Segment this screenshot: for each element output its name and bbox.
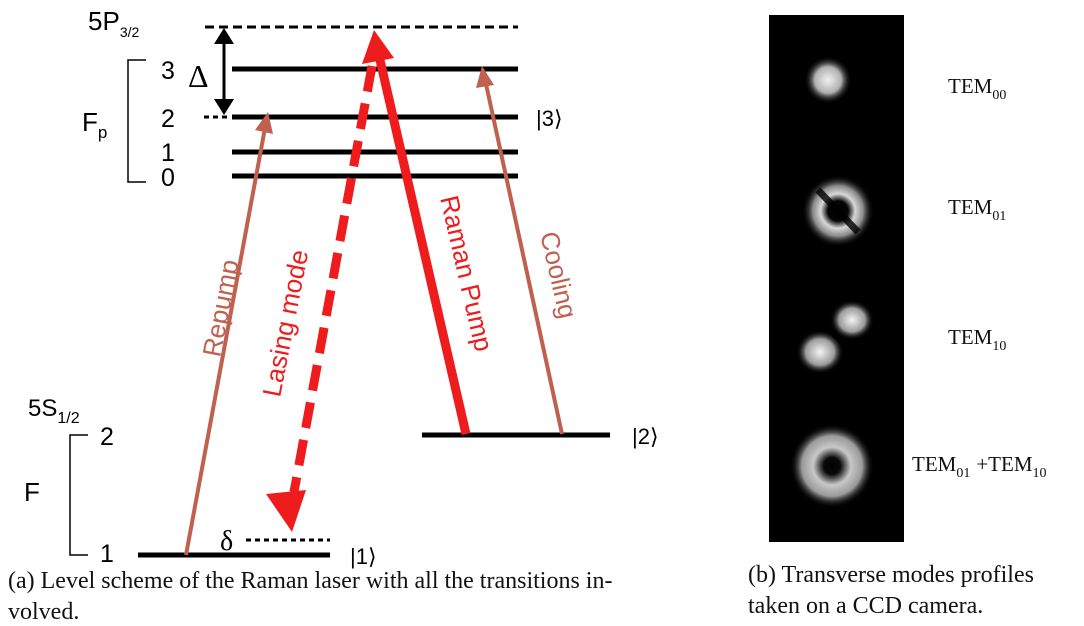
fp-level-1-label: 1 (161, 139, 175, 167)
lasing-mode-arrow (266, 65, 377, 532)
f-level-2-label: 2 (100, 423, 114, 451)
raman-detuning-symbol: δ (220, 526, 233, 557)
svg-text:5P3/2: 5P3/2 (88, 6, 139, 40)
fp-level-3-label: 3 (161, 57, 175, 85)
fp-level-2-label: 2 (161, 105, 175, 133)
detuning-symbol: Δ (188, 58, 209, 94)
ket-1: |1⟩ (350, 544, 377, 569)
fp-label: Fp (82, 107, 107, 142)
mode-label-tem00: TEM00 (948, 74, 1006, 103)
ket-3: |3⟩ (536, 106, 563, 131)
repump-arrow (184, 112, 273, 556)
fp-level-0-label: 0 (161, 164, 175, 192)
mode-profile-tem01-tem10 (790, 424, 874, 508)
caption-b-line2: taken on a CCD camera. (748, 593, 984, 619)
f-bracket (69, 434, 88, 556)
f-level-1-label: 1 (100, 540, 114, 568)
mode-profile-tem01 (802, 175, 874, 247)
f-label: F (24, 477, 40, 507)
cooling-label: Cooling (534, 229, 583, 322)
ket-2: |2⟩ (632, 424, 659, 449)
mode-label-tem10: TEM10 (948, 325, 1006, 354)
caption-a: (a) Level scheme of the Raman laser with… (8, 566, 708, 626)
mode-profile-tem10 (796, 300, 874, 374)
caption-b-line1: (b) Transverse modes profiles (748, 562, 1034, 588)
caption-b: (b) Transverse modes profiles taken on a… (748, 560, 1084, 622)
fp-bracket (127, 59, 146, 183)
mode-label-tem01: TEM01 (948, 195, 1006, 224)
cooling-arrow (476, 66, 564, 435)
mode-label-tem01-tem10: TEM01+TEM10 (912, 452, 1047, 481)
lasing-mode-label: Lasing mode (256, 247, 314, 399)
upper-state-title: 5P3/2 (88, 6, 139, 40)
caption-a-line2: volved. (8, 599, 80, 625)
mode-profile-tem00 (804, 56, 852, 104)
repump-label: Repump (196, 257, 244, 359)
raman-pump-arrow (362, 30, 471, 436)
lower-state-title: 5S1/2 (28, 395, 80, 427)
caption-a-line1: (a) Level scheme of the Raman laser with… (8, 568, 613, 594)
detuning-double-arrow (214, 28, 234, 115)
